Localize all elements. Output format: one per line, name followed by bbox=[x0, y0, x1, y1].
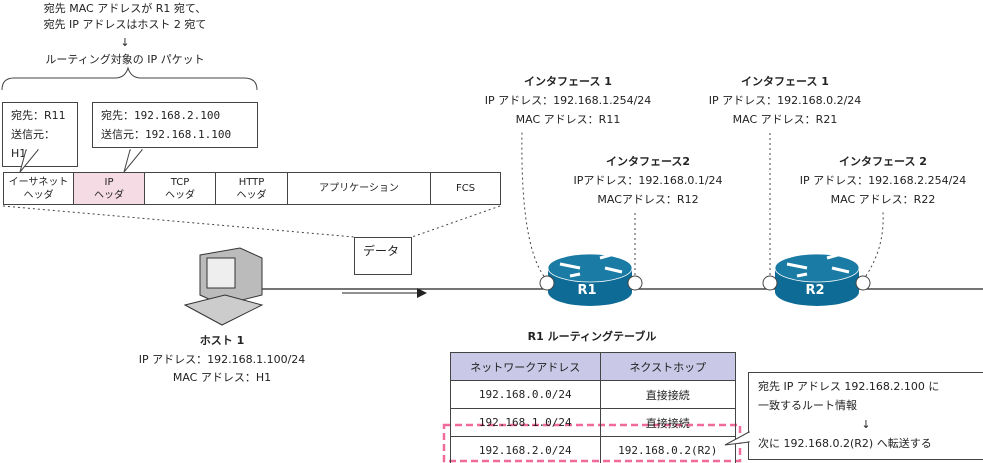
host-mac: MAC アドレス：H1 bbox=[172, 371, 272, 384]
r2-if2-ip: IP アドレス：192.168.2.254/24 bbox=[799, 174, 967, 187]
r1-if2-mac: MACアドレス：R12 bbox=[597, 193, 699, 206]
col-header-network: ネットワークアドレス bbox=[450, 352, 601, 381]
r1-if1-mac: MAC アドレス：R11 bbox=[515, 113, 621, 126]
router-r2-icon bbox=[762, 252, 871, 306]
r1-if1-name: インタフェース 1 bbox=[524, 75, 612, 88]
eth-callout: 宛先：R11 送信元：H1 bbox=[2, 102, 78, 167]
r2-if2-mac: MAC アドレス：R22 bbox=[830, 193, 936, 206]
note-line1: 宛先 MAC アドレスが R1 宛て、 bbox=[43, 2, 207, 15]
router-r1-label: R1 bbox=[577, 283, 597, 298]
packet-eth-header: イーサネットヘッダ bbox=[3, 172, 74, 205]
host-ip: IP アドレス：192.168.1.100/24 bbox=[138, 353, 306, 366]
r1-if2-name: インタフェース2 bbox=[605, 155, 691, 168]
router-r2-label: R2 bbox=[805, 283, 825, 298]
host-name: ホスト 1 bbox=[199, 334, 245, 347]
table-title: R1 ルーティングテーブル bbox=[527, 330, 657, 343]
note-arrow: ↓ bbox=[120, 36, 130, 49]
note-line3: ルーティング対象の IP パケット bbox=[45, 53, 205, 66]
note-line2: 宛先 IP アドレスはホスト 2 宛て bbox=[43, 18, 207, 31]
data-label: データ bbox=[354, 237, 412, 275]
packet-application: アプリケーション bbox=[287, 172, 431, 205]
packet-fcs: FCS bbox=[430, 172, 501, 205]
r2-if2-name: インタフェース 2 bbox=[839, 155, 927, 168]
r2-if1-name: インタフェース 1 bbox=[741, 75, 829, 88]
ip-callout: 宛先：192.168.2.100 送信元：192.168.1.100 bbox=[92, 102, 258, 148]
eth-dst: 宛先：R11 bbox=[11, 109, 66, 122]
flow-arrowhead bbox=[417, 288, 427, 298]
r2-if1-ip: IP アドレス：192.168.0.2/24 bbox=[708, 94, 862, 107]
router-r1-icon bbox=[539, 252, 643, 306]
ip-src: 送信元：192.168.1.100 bbox=[101, 128, 232, 141]
host-computer-icon bbox=[183, 247, 264, 326]
r1-if1-ip: IP アドレス：192.168.1.254/24 bbox=[484, 94, 652, 107]
r2-if1-mac: MAC アドレス：R21 bbox=[732, 113, 838, 126]
eth-src: 送信元：H1 bbox=[11, 128, 55, 160]
route-callout: 宛先 IP アドレス 192.168.2.100 に 一致するルート情報 ↓ 次… bbox=[748, 372, 983, 460]
brace bbox=[1, 66, 258, 91]
ip-dst: 宛先：192.168.2.100 bbox=[101, 109, 221, 122]
r1-if2-ip: IPアドレス：192.168.0.1/24 bbox=[573, 174, 723, 187]
col-header-nexthop: ネクストホップ bbox=[599, 352, 737, 381]
